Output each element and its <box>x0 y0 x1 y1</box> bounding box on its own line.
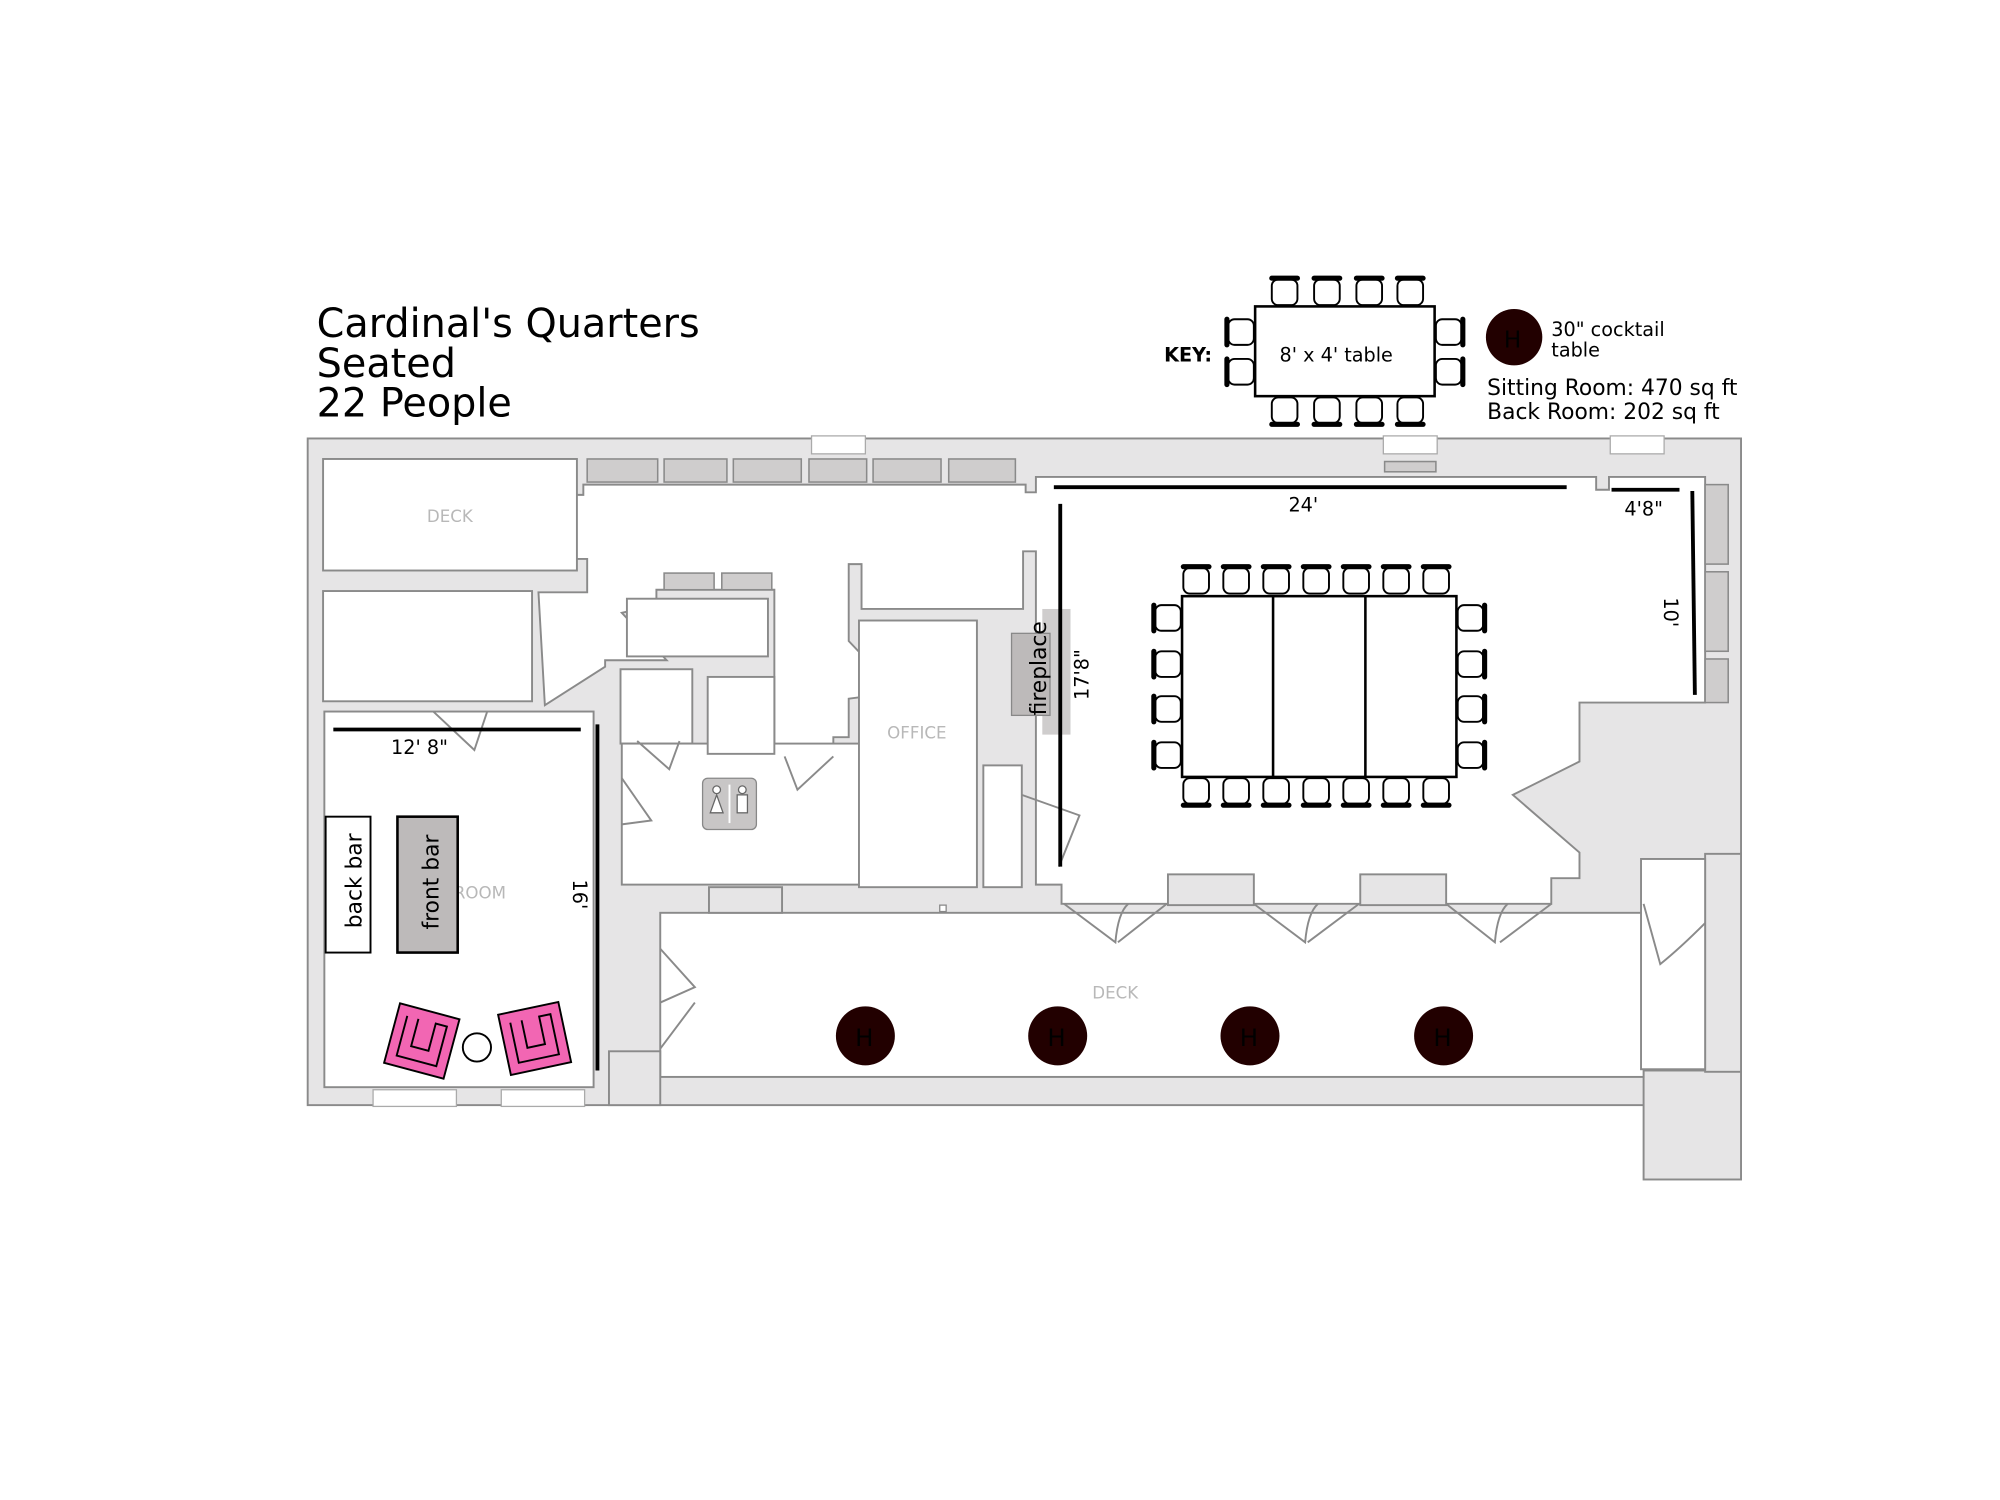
chair <box>1269 396 1300 427</box>
title-layout: Seated <box>317 341 456 387</box>
front-bar <box>396 815 459 954</box>
back-bar <box>324 815 372 954</box>
chair <box>1220 777 1252 808</box>
chair <box>1311 396 1343 427</box>
key-cocktail-label-2: table <box>1551 338 1600 361</box>
armchair-left <box>382 1002 461 1080</box>
dim-alcove-width: 4'8" <box>1624 497 1663 520</box>
chair <box>1180 777 1212 808</box>
sitting-room-area: Sitting Room: 470 sq ft <box>1487 376 1738 401</box>
cocktail-table: H <box>835 1006 895 1066</box>
key-table-label: 8' x 4' table <box>1279 344 1392 367</box>
fireplace-label: fireplace <box>1027 621 1052 715</box>
chair <box>1269 275 1300 307</box>
chair <box>1260 564 1292 595</box>
dim-back-length: 16' <box>568 879 591 909</box>
chair <box>1151 602 1182 634</box>
fireplace <box>1010 632 1051 717</box>
chair <box>1340 777 1372 808</box>
dim-back-width: 12' 8" <box>391 736 448 759</box>
chair <box>1456 602 1488 634</box>
chair <box>1300 777 1332 808</box>
chair <box>1394 275 1426 307</box>
deck-top-label: DECK <box>427 507 474 526</box>
banquet-table <box>1180 594 1458 779</box>
chair <box>1224 316 1255 348</box>
key-table <box>1253 305 1436 398</box>
chair <box>1224 356 1255 388</box>
chair <box>1220 564 1252 595</box>
chair <box>1456 693 1488 725</box>
side-table <box>461 1032 492 1063</box>
back-room-area: Back Room: 202 sq ft <box>1487 400 1720 425</box>
chair <box>1340 564 1372 595</box>
legend: KEY: 8' x 4' table H 30" cocktail table … <box>1164 275 1738 427</box>
chair <box>1434 316 1466 348</box>
back-bar-label: back bar <box>343 833 368 928</box>
title-capacity: 22 People <box>317 381 512 427</box>
armchair-right <box>496 1000 573 1077</box>
cocktail-table: H <box>1220 1006 1280 1066</box>
chair <box>1180 564 1212 595</box>
chair <box>1311 275 1343 307</box>
chair <box>1456 648 1488 680</box>
dimensions <box>333 485 1697 1071</box>
dim-alcove-height: 10' <box>1659 597 1682 627</box>
chair <box>1380 564 1412 595</box>
chair <box>1380 777 1412 808</box>
cocktail-symbol: H <box>855 1023 873 1052</box>
cocktail-table: H <box>1028 1006 1088 1066</box>
cocktail-table: H <box>1414 1006 1474 1066</box>
chair <box>1456 739 1488 771</box>
chair <box>1434 356 1466 388</box>
key-cocktail-symbol: H <box>1504 327 1521 353</box>
cocktail-symbol: H <box>1433 1023 1451 1052</box>
title-venue: Cardinal's Quarters <box>317 301 700 347</box>
key-cocktail-label-1: 30" cocktail <box>1551 318 1664 341</box>
dim-sit-height: 17'8" <box>1070 649 1093 700</box>
deck-bottom-label: DECK <box>1092 984 1139 1003</box>
cocktail-symbol: H <box>1047 1023 1065 1052</box>
chair <box>1151 693 1182 725</box>
chair <box>1151 648 1182 680</box>
key-cocktail-table <box>1485 308 1543 366</box>
key-label: KEY: <box>1164 344 1212 367</box>
chair <box>1260 777 1292 808</box>
dim-sit-width: 24' <box>1288 494 1318 517</box>
cocktail-symbol: H <box>1240 1023 1258 1052</box>
chair <box>1300 564 1332 595</box>
chair <box>1420 564 1452 595</box>
chair <box>1353 275 1385 307</box>
walls <box>306 435 1742 1181</box>
back-room-label: ROOM <box>454 884 506 903</box>
restroom-icon <box>701 777 758 831</box>
front-bar-label: front bar <box>419 835 444 930</box>
chair <box>1151 739 1182 771</box>
chair <box>1353 396 1385 427</box>
chair <box>1420 777 1452 808</box>
office-label: OFFICE <box>887 723 946 742</box>
chair <box>1394 396 1426 427</box>
